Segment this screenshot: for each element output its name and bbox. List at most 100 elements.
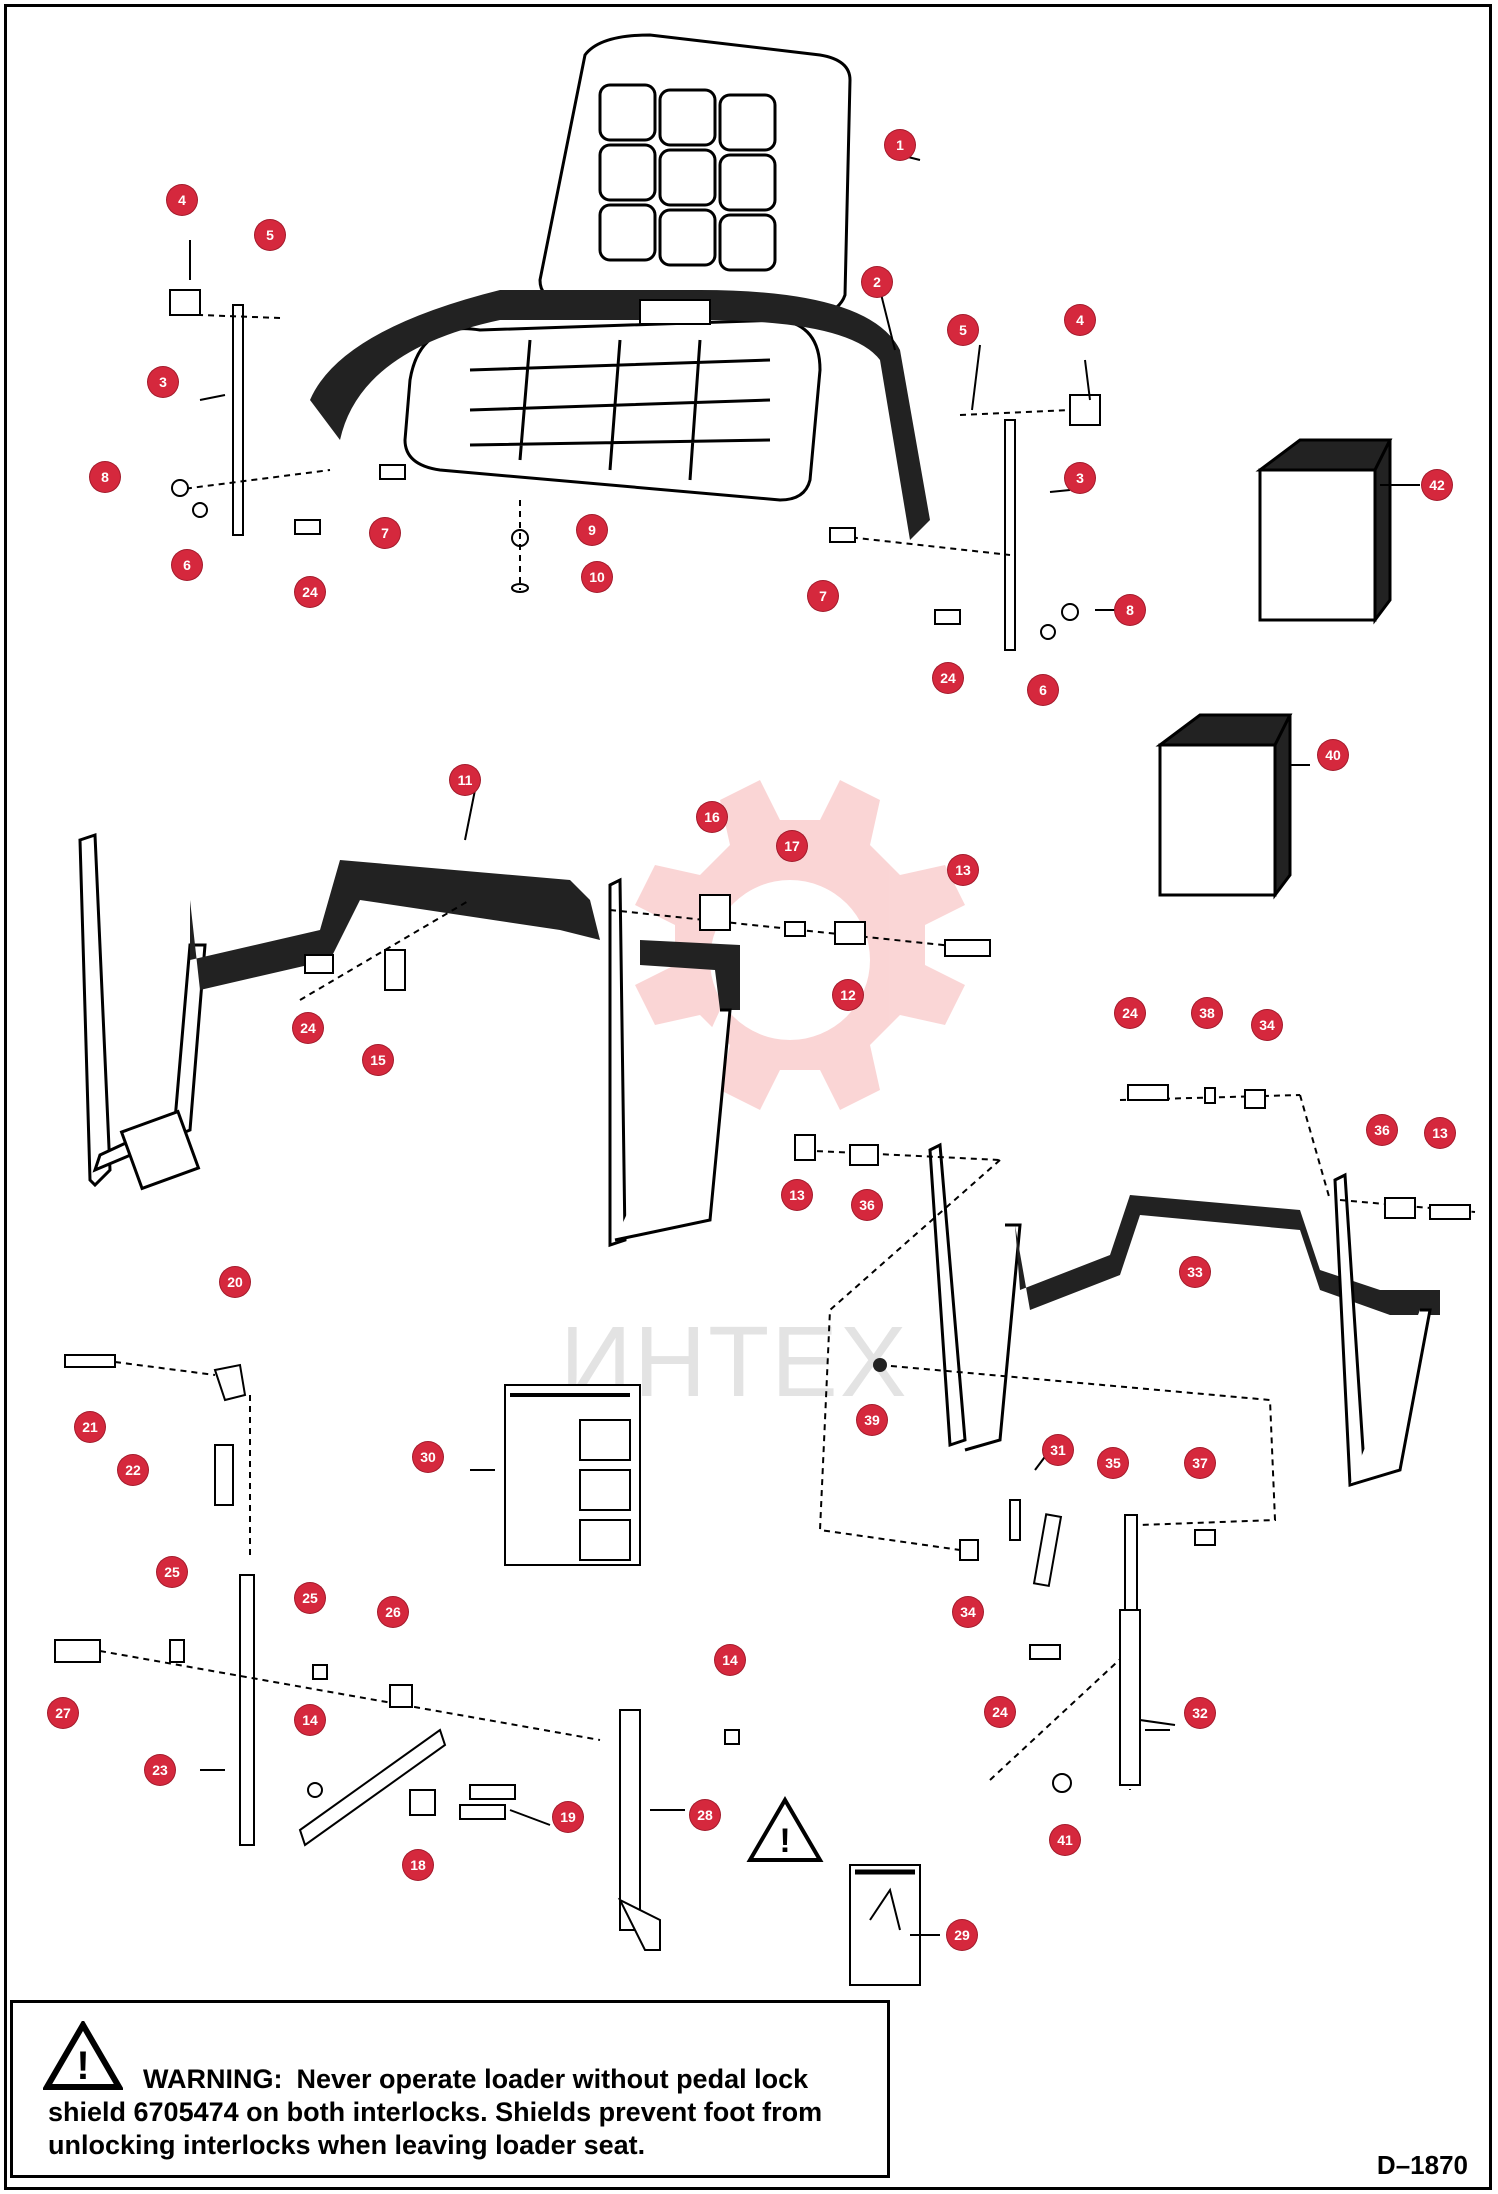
callout-41[interactable]: 41 [1050,1825,1080,1855]
plate-16 [699,894,731,931]
callout-31[interactable]: 31 [1043,1435,1073,1465]
callout-34-lower[interactable]: 34 [953,1597,983,1627]
callout-12[interactable]: 12 [833,980,863,1010]
callout-42[interactable]: 42 [1422,470,1452,500]
callout-22[interactable]: 22 [118,1455,148,1485]
callout-7-right[interactable]: 7 [808,581,838,611]
diagram-id: D–1870 [1376,2150,1468,2180]
instruction-decal [504,1384,641,1566]
callout-13-right[interactable]: 13 [1425,1118,1455,1148]
pin-31 [1009,1499,1021,1541]
callout-5-right[interactable]: 5 [948,315,978,345]
callout-29[interactable]: 29 [947,1920,977,1950]
callout-7-left[interactable]: 7 [370,518,400,548]
diagram-frame [4,4,1492,2190]
warning-label: WARNING: [143,2064,283,2094]
callout-32[interactable]: 32 [1185,1698,1215,1728]
callout-1[interactable]: 1 [885,130,915,160]
pin-37 [1194,1529,1216,1546]
callout-6-right[interactable]: 6 [1028,675,1058,705]
callout-5-left[interactable]: 5 [255,220,285,250]
warning-message: Never operate loader without pedal lock … [48,2064,823,2160]
gas-spring [1032,1513,1141,1786]
callout-23[interactable]: 23 [145,1755,175,1785]
bolt-24-upper [304,954,334,974]
callout-13-lower[interactable]: 13 [782,1180,812,1210]
callout-24-right[interactable]: 24 [933,663,963,693]
warning-triangle-icon: ! [43,2021,123,2090]
callout-24-lower[interactable]: 24 [985,1697,1015,1727]
bolt-24-right [1127,1084,1169,1101]
pin-38 [1204,1087,1216,1104]
bushing-12 [834,921,866,945]
callout-6-left[interactable]: 6 [172,550,202,580]
warning-decal [849,1864,921,1986]
callout-36-lower[interactable]: 36 [852,1190,882,1220]
seat-drawing [403,33,852,502]
bolt-13-right [1429,1204,1471,1220]
callout-9[interactable]: 9 [577,515,607,545]
callout-36-right[interactable]: 36 [1367,1115,1397,1145]
warning-triangle-icon: ! [746,1796,824,1862]
callout-39[interactable]: 39 [857,1405,887,1435]
svg-text:!: ! [76,2044,89,2088]
nut-41 [1052,1773,1072,1793]
callout-14-left[interactable]: 14 [295,1705,325,1735]
callout-33[interactable]: 33 [1180,1257,1210,1287]
left-armrest-assembly [78,832,740,1248]
callout-24-mid[interactable]: 24 [293,1013,323,1043]
leader-lines [189,154,1420,1936]
callout-37[interactable]: 37 [1185,1448,1215,1478]
callout-16[interactable]: 16 [697,802,727,832]
part-box-40 [1155,713,1293,900]
callout-8-right[interactable]: 8 [1115,595,1145,625]
callout-24-top[interactable]: 24 [295,577,325,607]
callout-25-left[interactable]: 25 [157,1557,187,1587]
bushing-34-upper [1244,1089,1266,1109]
callout-8-left[interactable]: 8 [90,462,120,492]
callout-24-armrest[interactable]: 24 [1115,998,1145,1028]
callout-30[interactable]: 30 [413,1442,443,1472]
part-box-42 [1255,438,1393,625]
callout-10[interactable]: 10 [582,562,612,592]
warning-text: WARNING:Never operate loader without ped… [48,2063,873,2162]
callout-3-left[interactable]: 3 [148,367,178,397]
right-seat-bracket [829,394,1101,651]
callout-2[interactable]: 2 [862,267,892,297]
clip-15 [384,949,406,991]
bushing-36-right [1384,1197,1416,1219]
bushing-34-lower [959,1539,979,1561]
callout-35[interactable]: 35 [1098,1448,1128,1478]
callout-3-right[interactable]: 3 [1065,463,1095,493]
bolt-13-upper [944,939,991,957]
bolt-24-lower [1029,1644,1061,1660]
callout-14-right[interactable]: 14 [715,1645,745,1675]
callout-26[interactable]: 26 [378,1597,408,1627]
bolt-13-lower [794,1134,816,1161]
seat-back-cushion-grid [598,83,777,272]
right-armrest-assembly [928,1142,1440,1488]
callout-20[interactable]: 20 [220,1267,250,1297]
callout-15[interactable]: 15 [363,1045,393,1075]
callout-4-left[interactable]: 4 [167,185,197,215]
callout-40[interactable]: 40 [1318,740,1348,770]
callout-17[interactable]: 17 [777,831,807,861]
callout-4-right[interactable]: 4 [1065,305,1095,335]
callout-18[interactable]: 18 [403,1850,433,1880]
svg-text:!: ! [779,1822,790,1860]
bushing-36-lower [849,1144,879,1166]
callout-27[interactable]: 27 [48,1698,78,1728]
left-seat-bracket [169,289,406,536]
callout-13-upper[interactable]: 13 [948,855,978,885]
callout-25-right[interactable]: 25 [295,1583,325,1613]
spring-17 [784,921,806,937]
callout-21[interactable]: 21 [75,1412,105,1442]
callout-19[interactable]: 19 [553,1802,583,1832]
callout-34-upper[interactable]: 34 [1252,1010,1282,1040]
pedal-lock-parts [54,1354,740,1951]
callout-28[interactable]: 28 [690,1800,720,1830]
callout-38[interactable]: 38 [1192,998,1222,1028]
seat-cushion-grid [469,339,771,481]
callout-11[interactable]: 11 [450,765,480,795]
